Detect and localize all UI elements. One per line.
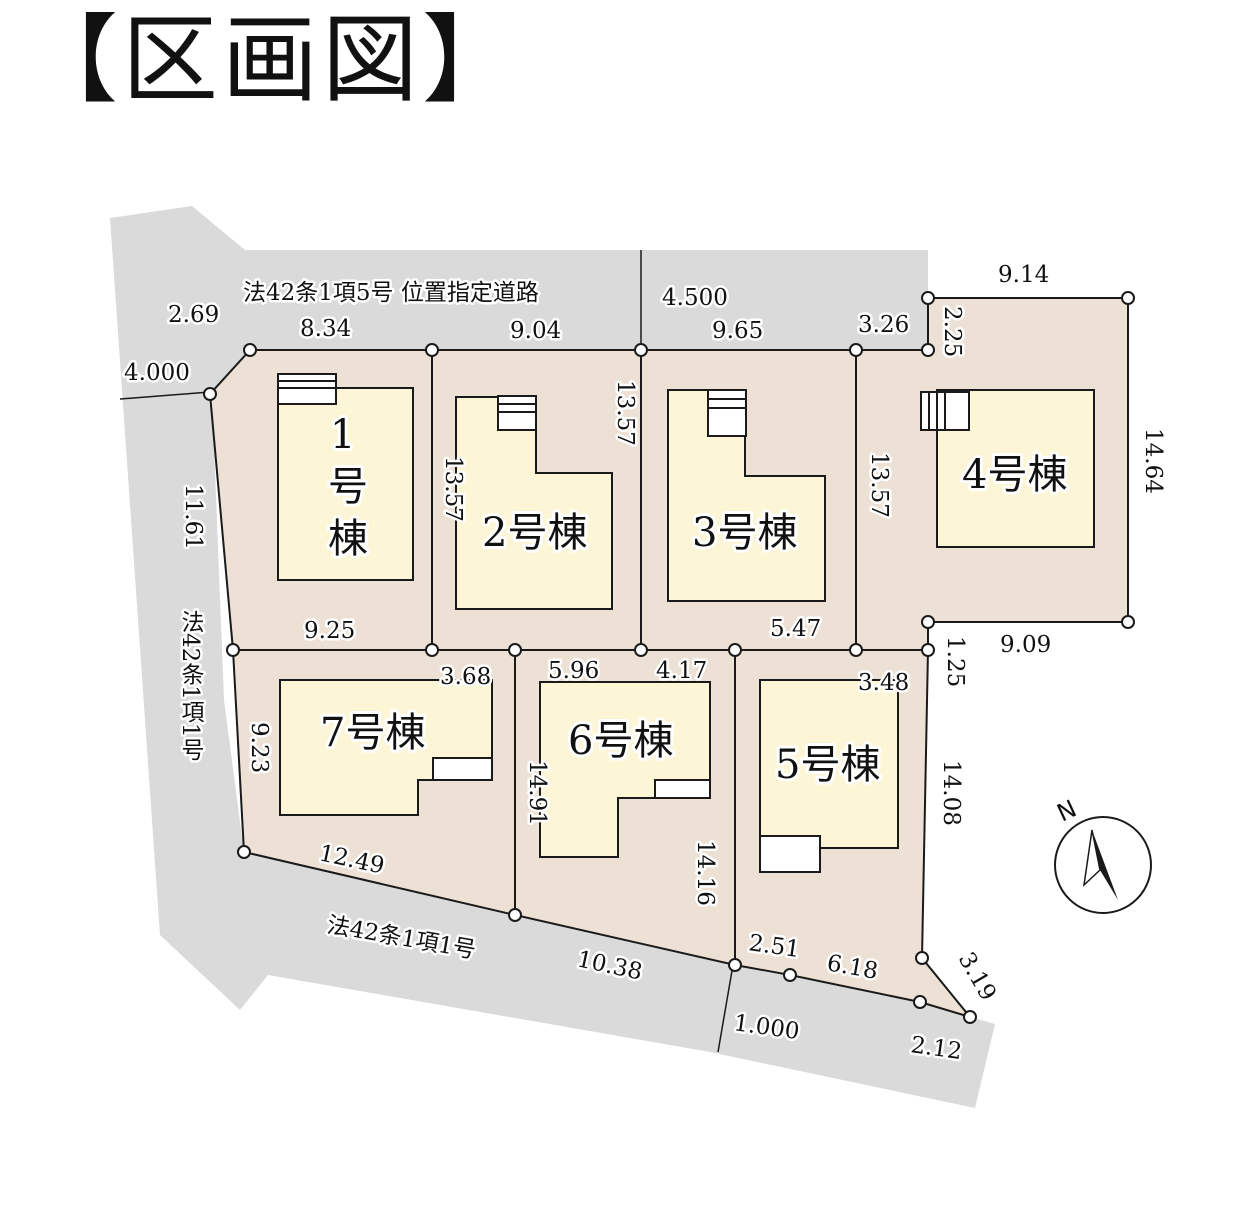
road-width-lines: [119, 250, 734, 1053]
dim-14-91: 14.91: [524, 760, 550, 826]
dim-9-09: 9.09: [1000, 632, 1051, 658]
dim-3-48: 3.48: [858, 670, 909, 696]
dim-14-16: 14.16: [692, 840, 718, 906]
building-5: [759, 679, 899, 849]
porch-7: [432, 757, 493, 781]
dim-5-96: 5.96: [548, 658, 599, 684]
dim-5-47: 5.47: [770, 616, 821, 642]
dim-9-14: 9.14: [998, 262, 1049, 288]
dim-13-57-a: 13.57: [612, 380, 638, 446]
dim-2-69: 2.69: [168, 302, 219, 328]
lot-label-1-line1: 1: [330, 412, 355, 458]
lot-label-4: 4号棟: [962, 452, 1067, 498]
road-north: [212, 250, 928, 394]
building-1: [277, 387, 414, 581]
dim-8-34: 8.34: [300, 316, 351, 342]
dim-1-25: 1.25: [942, 636, 968, 687]
compass-north-label: N: [1053, 794, 1081, 827]
porch-5: [759, 835, 821, 873]
compass-needle-icon: [1092, 830, 1118, 900]
dim-9-04: 9.04: [510, 318, 561, 344]
lot-label-1-line3: 棟: [328, 516, 368, 562]
boundary-points: [203, 291, 1135, 1024]
dim-4-17: 4.17: [656, 658, 707, 684]
north-road-label: 法42条1項5号 位置指定道路: [243, 280, 539, 306]
dim-3-26: 3.26: [858, 312, 909, 338]
dim-9-25: 9.25: [304, 618, 355, 644]
lot-label-5: 5号棟: [775, 742, 880, 788]
north-road-width: 4.500: [662, 285, 728, 311]
lot-label-2: 2号棟: [482, 510, 587, 556]
west-road-width: 4.000: [124, 360, 190, 386]
stairs-3: [707, 389, 747, 437]
dim-3-19: 3.19: [953, 948, 1001, 1005]
dim-9-65: 9.65: [712, 318, 763, 344]
building-6: [539, 681, 711, 858]
dim-9-23: 9.23: [246, 722, 272, 773]
building-details: [277, 373, 970, 873]
road-west: [110, 206, 268, 1010]
lot-label-3: 3号棟: [692, 510, 797, 556]
dim-13-57-c: 13.57: [866, 452, 892, 518]
dim-3-68: 3.68: [440, 664, 491, 690]
dim-2-25: 2.25: [939, 306, 965, 357]
lot-label-1-line2: 号: [328, 464, 368, 510]
compass: N: [1053, 794, 1152, 914]
dim-13-57-b: 13.57: [440, 456, 466, 522]
dim-14-08: 14.08: [938, 760, 964, 826]
dim-14-64: 14.64: [1140, 428, 1166, 494]
page-title: 【区画図】: [22, 4, 522, 116]
building-7: [279, 679, 493, 816]
lot-label-7: 7号棟: [320, 710, 425, 756]
roads: [110, 206, 995, 1108]
lot-label-6: 6号棟: [568, 718, 673, 764]
buildings: [277, 387, 1095, 858]
road-south: [244, 852, 995, 1108]
porch-6: [654, 779, 711, 799]
dim-11-61: 11.61: [180, 484, 206, 550]
west-road-label: 法42条1項1号: [177, 610, 205, 761]
